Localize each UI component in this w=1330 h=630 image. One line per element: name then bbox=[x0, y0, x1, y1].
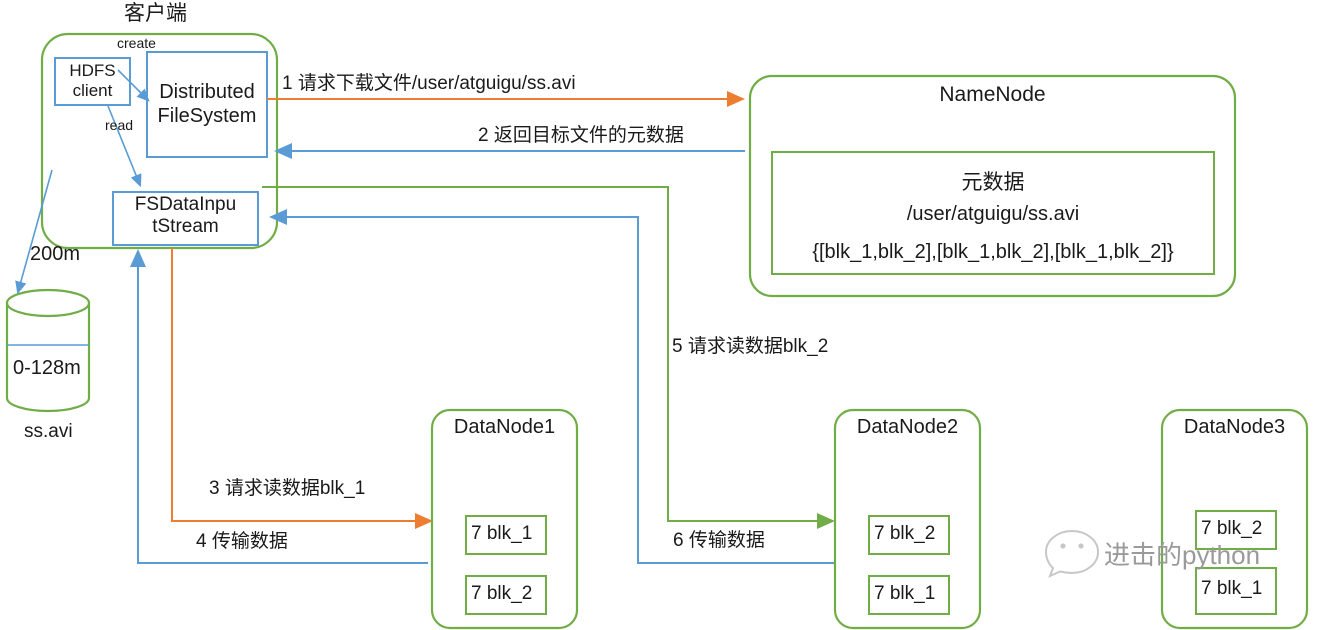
datanode1-block-label-1: 7 blk_1 bbox=[471, 523, 533, 544]
metadata-blocks: {[blk_1,blk_2],[blk_1,blk_2],[blk_1,blk_… bbox=[812, 241, 1174, 263]
metadata-title: 元数据 bbox=[961, 171, 1025, 194]
client-title: 客户端 bbox=[124, 2, 187, 25]
step4-connector bbox=[130, 249, 428, 564]
watermark-label: 进击的python bbox=[1104, 540, 1261, 570]
distributed-filesystem-label-2: FileSystem bbox=[157, 105, 257, 127]
metadata-path: /user/atguigu/ss.avi bbox=[906, 203, 1080, 225]
hdfs-client-label-1: HDFS bbox=[69, 61, 116, 80]
fsdatainputstream-label-2: tStream bbox=[152, 216, 219, 237]
read-label: read bbox=[105, 117, 134, 133]
client-to-file-arrow bbox=[15, 169, 53, 295]
datanode3-block-label-2: 7 blk_1 bbox=[1201, 578, 1263, 599]
hdfs-client-label-2: client bbox=[72, 81, 113, 100]
file-block-range-label: 0-128m bbox=[13, 357, 81, 379]
step-5-label: 5 请求读数据blk_2 bbox=[672, 336, 829, 357]
file-size-label: 200m bbox=[30, 243, 81, 265]
datanode2-block-label-1: 7 blk_2 bbox=[874, 523, 936, 544]
step-4-label: 4 传输数据 bbox=[196, 531, 288, 552]
step-2-label: 2 返回目标文件的元数据 bbox=[478, 125, 684, 146]
datanode2-title: DataNode2 bbox=[856, 416, 959, 438]
wechat-icon bbox=[1044, 529, 1100, 578]
datanode3-title: DataNode3 bbox=[1183, 416, 1286, 438]
datanode3-block-label-1: 7 blk_2 bbox=[1201, 518, 1263, 539]
step-6-label: 6 传输数据 bbox=[673, 530, 765, 551]
create-label: create bbox=[117, 35, 156, 51]
file-name-label: ss.avi bbox=[24, 421, 73, 442]
datanode1-block-label-2: 7 blk_2 bbox=[471, 583, 533, 604]
step-3-label: 3 请求读数据blk_1 bbox=[209, 478, 366, 499]
distributed-filesystem-label-1: Distributed bbox=[159, 81, 255, 103]
file-cylinder bbox=[5, 288, 91, 413]
namenode-title: NameNode bbox=[939, 83, 1046, 106]
step6-connector bbox=[269, 209, 836, 564]
datanode1-title: DataNode1 bbox=[453, 416, 556, 438]
fsdatainputstream-label-1: FSDataInpu bbox=[134, 194, 237, 215]
step-1-label: 1 请求下载文件/user/atguigu/ss.avi bbox=[282, 73, 576, 94]
datanode2-block-label-2: 7 blk_1 bbox=[874, 583, 936, 604]
